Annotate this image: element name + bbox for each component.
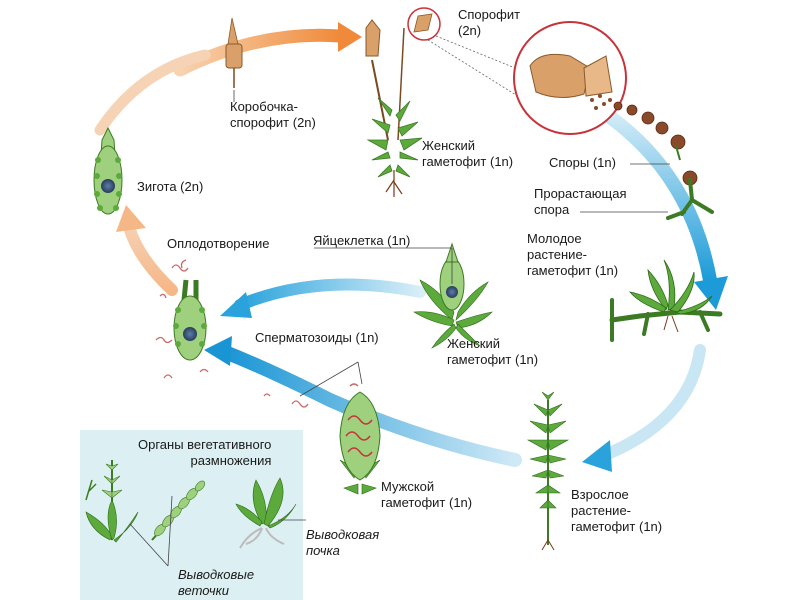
label-spores: Споры (1n) <box>549 155 616 170</box>
arrow-blue-lower-right-head <box>582 440 612 472</box>
capsule-opening-illustration <box>529 53 613 110</box>
arrow-orange-top-head <box>338 22 362 52</box>
arrow-blue-right-head <box>694 276 728 310</box>
brood-branches-illustration <box>85 460 206 543</box>
capsule-sporophyte-illustration <box>225 17 243 88</box>
brood-bud-illustration <box>235 477 297 549</box>
arrow-blue-lower-head <box>204 336 232 366</box>
spores-illustration <box>613 101 698 186</box>
fertilization-illustration <box>155 259 209 379</box>
sporophyte-on-gametophyte-illustration <box>365 19 423 197</box>
arrow-orange-left-lower <box>124 224 178 296</box>
arrow-orange-left-upper <box>94 49 211 136</box>
arrow-blue-lower-right <box>599 344 706 461</box>
label-sperm: Сперматозоиды (1n) <box>255 330 379 345</box>
zygote-illustration <box>93 126 123 215</box>
arrow-blue-middle <box>234 278 426 311</box>
adult-gametophyte-illustration <box>526 391 570 551</box>
label-egg-cell: Яйцеклетка (1n) <box>313 233 411 248</box>
arrow-blue-lower <box>218 345 522 467</box>
young-gametophyte-illustration <box>609 259 723 342</box>
germinating-spore-illustration <box>666 178 714 220</box>
label-zygote: Зигота (2n) <box>137 179 204 194</box>
male-gametophyte-illustration <box>263 383 381 495</box>
arrow-blue-right <box>593 103 717 287</box>
arrow-blue-middle-head <box>220 292 252 318</box>
brood-branch-detached <box>151 480 206 541</box>
arrow-orange-left-head <box>116 205 146 232</box>
female-gametophyte-illustration <box>413 242 493 349</box>
label-fertilization: Оплодотворение <box>167 236 270 251</box>
label-capsule-sporophyte: Коробочка-спорофит (2n) <box>230 99 316 130</box>
label-sporophyte: Спорофит(2n) <box>458 7 521 38</box>
